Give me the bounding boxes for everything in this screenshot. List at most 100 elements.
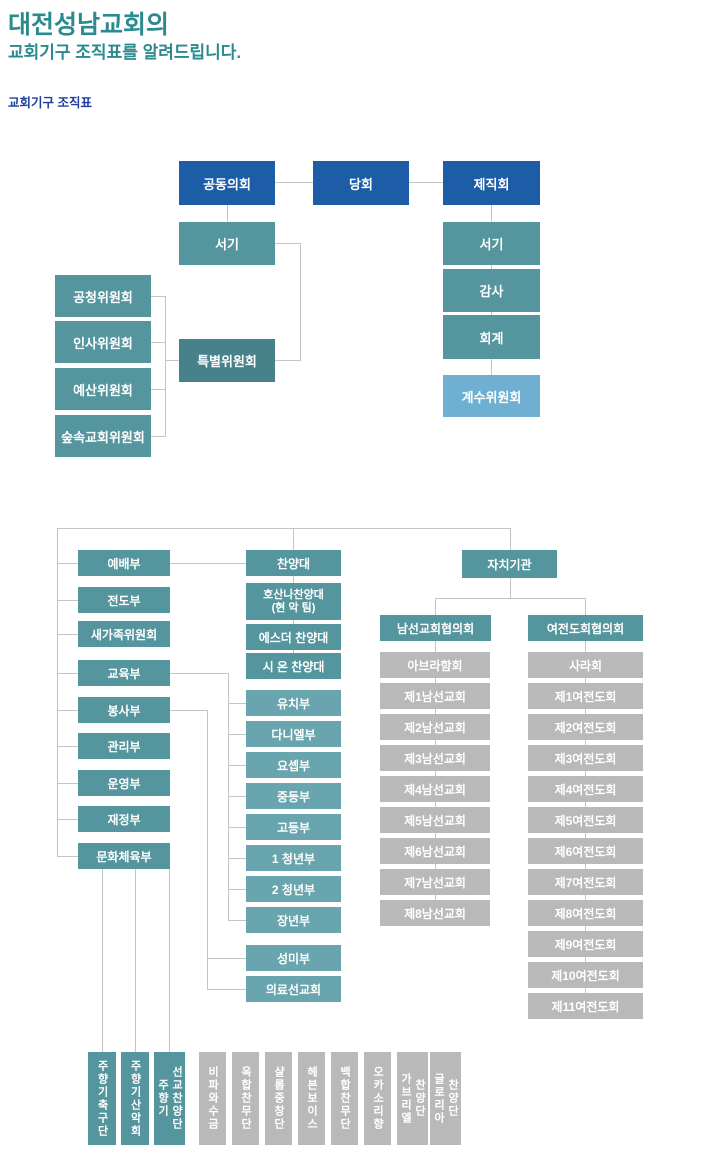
high-school-dept-box: 고등부 — [246, 814, 341, 840]
connector-line — [57, 710, 78, 711]
mens-mission-6-box: 제6남선교회 — [380, 838, 490, 864]
connector-line — [227, 205, 228, 222]
mens-mission-8-box: 제8남선교회 — [380, 900, 490, 926]
personnel-committee-box: 인사위원회 — [55, 321, 151, 363]
hearing-committee-box: 공청위원회 — [55, 275, 151, 317]
connector-line — [57, 528, 58, 856]
kindergarten-dept-box: 유치부 — [246, 690, 341, 716]
connector-line — [585, 598, 586, 615]
joseph-dept-box: 요셉부 — [246, 752, 341, 778]
connector-line — [169, 869, 170, 1052]
management-dept-box: 관리부 — [78, 733, 170, 759]
connector-line — [510, 578, 511, 598]
culture-sports-dept-box: 문화체육부 — [78, 843, 170, 869]
connector-line — [170, 563, 246, 564]
connector-line — [165, 296, 166, 437]
connector-line — [228, 765, 246, 766]
connector-line — [228, 920, 246, 921]
connector-line — [57, 600, 78, 601]
middle-school-dept-box: 중등부 — [246, 783, 341, 809]
secretary-box: 서기 — [179, 222, 275, 265]
connector-line — [228, 889, 246, 890]
esther-choir-box: 에스더 찬양대 — [246, 624, 341, 650]
connector-line — [275, 243, 301, 244]
new-family-committee-box: 새가족위원회 — [78, 621, 170, 647]
womens-mission-5-box: 제5여전도회 — [528, 807, 643, 833]
connector-line — [170, 710, 207, 711]
shalom-ensemble-label: 샬롬중창단 — [272, 1066, 285, 1131]
connector-line — [207, 710, 208, 989]
connector-line — [228, 734, 246, 735]
sarah-group-box: 사라회 — [528, 652, 643, 678]
mission-choir-box: 주향기 선교찬양단 — [154, 1052, 185, 1145]
connector-line — [435, 598, 586, 599]
autonomous-organs-box: 자치기관 — [462, 550, 557, 578]
mens-mission-1-box: 제1남선교회 — [380, 683, 490, 709]
womens-mission-6-box: 제6여전도회 — [528, 838, 643, 864]
congregational-meeting-box: 공동의회 — [179, 161, 275, 205]
service-dept-box: 봉사부 — [78, 697, 170, 723]
hosanna-choir-box: 호산나찬양대 (현 악 팀) — [246, 583, 341, 620]
auditor-box: 감사 — [443, 269, 540, 312]
gabriel-choir-label: 가브리엘 찬양단 — [399, 1072, 426, 1125]
connector-line — [293, 528, 294, 550]
connector-line — [170, 673, 228, 674]
daniel-dept-box: 다니엘부 — [246, 721, 341, 747]
womens-mission-council-box: 여전도회협의회 — [528, 615, 643, 641]
operations-dept-box: 운영부 — [78, 770, 170, 796]
connector-line — [151, 296, 165, 297]
bipa-sugeum-label: 비파와수금 — [206, 1066, 219, 1131]
mens-mission-7-box: 제7남선교회 — [380, 869, 490, 895]
connector-line — [165, 360, 179, 361]
gloria-choir-box: 글로리아 찬양단 — [430, 1052, 461, 1145]
treasurer-box: 회계 — [443, 315, 540, 359]
connector-line — [228, 703, 246, 704]
connector-line — [57, 563, 78, 564]
ocarina-sound-box: 오카소리향 — [364, 1052, 391, 1145]
connector-line — [510, 528, 511, 550]
womens-mission-2-box: 제2여전도회 — [528, 714, 643, 740]
page-title: 대전성남교회의 — [8, 11, 170, 39]
mission-choir-label: 주향기 선교찬양단 — [156, 1066, 183, 1131]
education-dept-box: 교육부 — [78, 660, 170, 686]
connector-line — [300, 243, 301, 361]
baekhap-dance-box: 백합찬무단 — [331, 1052, 358, 1145]
connector-line — [57, 673, 78, 674]
okhap-dance-box: 옥합찬무단 — [232, 1052, 259, 1145]
evangelism-dept-box: 전도부 — [78, 587, 170, 613]
forest-church-committee-box: 숲속교회위원회 — [55, 415, 151, 457]
gloria-choir-label: 글로리아 찬양단 — [432, 1072, 459, 1125]
connector-line — [228, 796, 246, 797]
abraham-group-box: 아브라함회 — [380, 652, 490, 678]
special-committee-box: 특별위원회 — [179, 339, 275, 382]
finance-dept-box: 재정부 — [78, 806, 170, 832]
connector-line — [207, 958, 246, 959]
womens-mission-4-box: 제4여전도회 — [528, 776, 643, 802]
womens-mission-7-box: 제7여전도회 — [528, 869, 643, 895]
mens-mission-5-box: 제5남선교회 — [380, 807, 490, 833]
gabriel-choir-box: 가브리엘 찬양단 — [397, 1052, 428, 1145]
baekhap-dance-label: 백합찬무단 — [338, 1066, 351, 1131]
mens-mission-council-box: 남선교회협의회 — [380, 615, 491, 641]
session-box: 당회 — [313, 161, 409, 205]
connector-line — [151, 436, 165, 437]
connector-line — [57, 746, 78, 747]
officers-secretary-box: 서기 — [443, 222, 540, 265]
connector-line — [57, 856, 78, 857]
adult-dept-box: 장년부 — [246, 907, 341, 933]
connector-line — [102, 869, 103, 1052]
womens-mission-10-box: 제10여전도회 — [528, 962, 643, 988]
soccer-club-box: 주향기축구단 — [88, 1052, 116, 1145]
bipa-sugeum-box: 비파와수금 — [199, 1052, 226, 1145]
womens-mission-1-box: 제1여전도회 — [528, 683, 643, 709]
womens-mission-8-box: 제8여전도회 — [528, 900, 643, 926]
connector-line — [228, 827, 246, 828]
medical-mission-box: 의료선교회 — [246, 976, 341, 1002]
okhap-dance-label: 옥합찬무단 — [239, 1066, 252, 1131]
budget-committee-box: 예산위원회 — [55, 368, 151, 410]
mens-mission-3-box: 제3남선교회 — [380, 745, 490, 771]
officers-board-box: 제직회 — [443, 161, 540, 205]
section-label: 교회기구 조직표 — [8, 96, 92, 110]
mountain-club-label: 주향기산악회 — [129, 1059, 141, 1138]
